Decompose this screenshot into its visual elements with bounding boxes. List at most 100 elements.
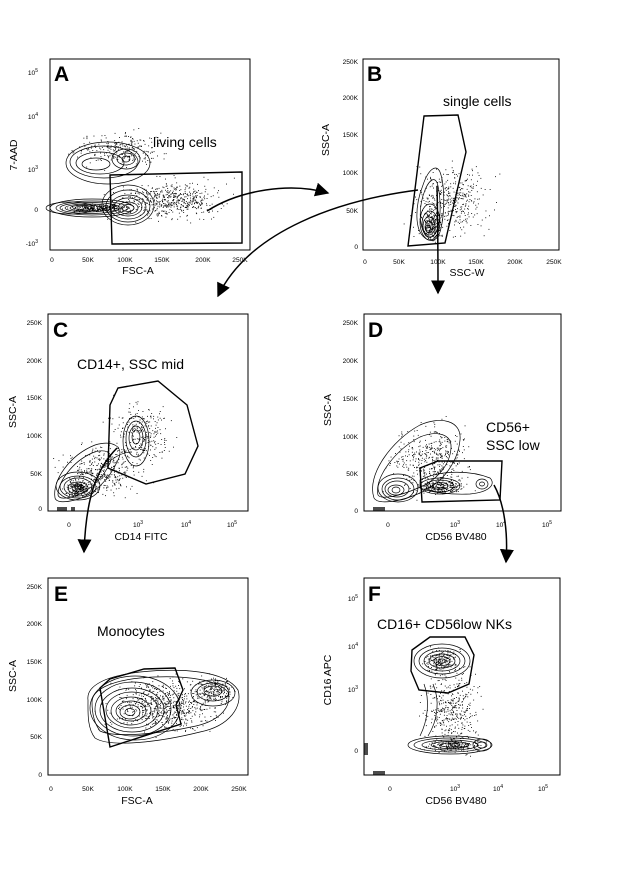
event-dot — [142, 692, 144, 694]
event-dot — [397, 461, 399, 462]
event-dot — [141, 436, 143, 438]
event-dot — [430, 208, 432, 210]
event-dot — [453, 738, 454, 739]
event-dot — [161, 215, 162, 216]
event-dot — [444, 437, 446, 438]
event-dot — [429, 208, 430, 210]
event-dot — [162, 724, 164, 725]
event-dot — [195, 212, 197, 214]
event-dot — [453, 731, 454, 732]
event-dot — [440, 482, 442, 484]
event-dot — [452, 202, 454, 204]
event-dot — [130, 140, 132, 142]
event-dot — [455, 220, 457, 222]
event-dot — [91, 451, 93, 453]
event-dot — [106, 475, 108, 477]
event-dot — [217, 716, 219, 718]
event-dot — [433, 214, 435, 216]
panel-b-letter: B — [367, 63, 382, 86]
event-dot — [165, 153, 167, 155]
event-dot — [460, 713, 462, 715]
event-dot — [209, 691, 211, 693]
event-dot — [91, 474, 92, 476]
event-dot — [432, 447, 433, 449]
event-dot — [201, 696, 203, 698]
event-dot — [440, 692, 441, 694]
event-dot — [151, 151, 153, 153]
event-dot — [214, 690, 216, 691]
event-dot — [145, 202, 147, 203]
event-dot — [149, 713, 151, 714]
event-dot — [155, 689, 157, 690]
event-dot — [68, 491, 70, 493]
event-dot — [428, 491, 430, 493]
event-dot — [434, 423, 436, 425]
event-dot — [409, 464, 411, 466]
event-dot — [464, 746, 466, 748]
event-dot — [110, 489, 112, 491]
event-dot — [456, 211, 458, 213]
event-dot — [170, 190, 172, 192]
event-dot — [444, 455, 446, 457]
event-dot — [422, 712, 424, 714]
event-dot — [439, 448, 441, 449]
event-dot — [75, 478, 76, 480]
event-dot — [150, 138, 152, 139]
event-dot — [199, 203, 200, 205]
event-dot — [438, 744, 440, 746]
event-dot — [432, 660, 434, 662]
event-dot — [192, 199, 194, 201]
event-dot — [446, 715, 448, 716]
event-dot — [113, 482, 115, 484]
y-tick-label: 50K — [30, 471, 42, 478]
event-dot — [174, 195, 176, 197]
event-dot — [441, 732, 443, 734]
event-dot — [458, 727, 460, 729]
event-dot — [438, 661, 440, 663]
event-dot — [440, 725, 441, 726]
event-dot — [210, 696, 212, 698]
event-dot — [415, 212, 417, 213]
event-dot — [429, 482, 431, 484]
event-dot — [458, 697, 460, 699]
event-dot — [454, 664, 456, 666]
event-dot — [80, 490, 82, 492]
event-dot — [224, 684, 226, 686]
event-dot — [416, 499, 418, 501]
event-dot — [190, 192, 191, 194]
event-dot — [473, 183, 474, 185]
event-dot — [455, 209, 456, 210]
event-dot — [448, 729, 450, 731]
event-dot — [155, 447, 157, 449]
event-dot — [191, 702, 192, 704]
event-dot — [418, 233, 420, 235]
event-dot — [210, 687, 212, 689]
event-dot — [438, 668, 440, 670]
event-dot — [178, 704, 180, 706]
event-dot — [80, 489, 81, 491]
event-dot — [438, 751, 440, 753]
event-dot — [167, 188, 169, 189]
event-dot — [172, 705, 174, 707]
event-dot — [124, 153, 126, 155]
event-dot — [433, 431, 435, 433]
event-dot — [122, 143, 124, 145]
event-dot — [447, 744, 449, 745]
event-dot — [450, 210, 452, 212]
event-dot — [213, 692, 215, 694]
event-dot — [147, 160, 149, 161]
event-dot — [453, 480, 455, 482]
event-dot — [100, 152, 101, 154]
event-dot — [105, 459, 107, 461]
event-dot — [442, 660, 444, 661]
event-dot — [89, 460, 90, 462]
event-dot — [99, 474, 100, 475]
event-dot — [229, 688, 230, 690]
gating-arrows — [77, 182, 514, 564]
event-dot — [77, 483, 79, 485]
event-dot — [194, 707, 196, 709]
event-dot — [152, 446, 154, 448]
event-dot — [131, 142, 133, 144]
event-dot — [430, 694, 432, 695]
event-dot — [184, 189, 186, 191]
